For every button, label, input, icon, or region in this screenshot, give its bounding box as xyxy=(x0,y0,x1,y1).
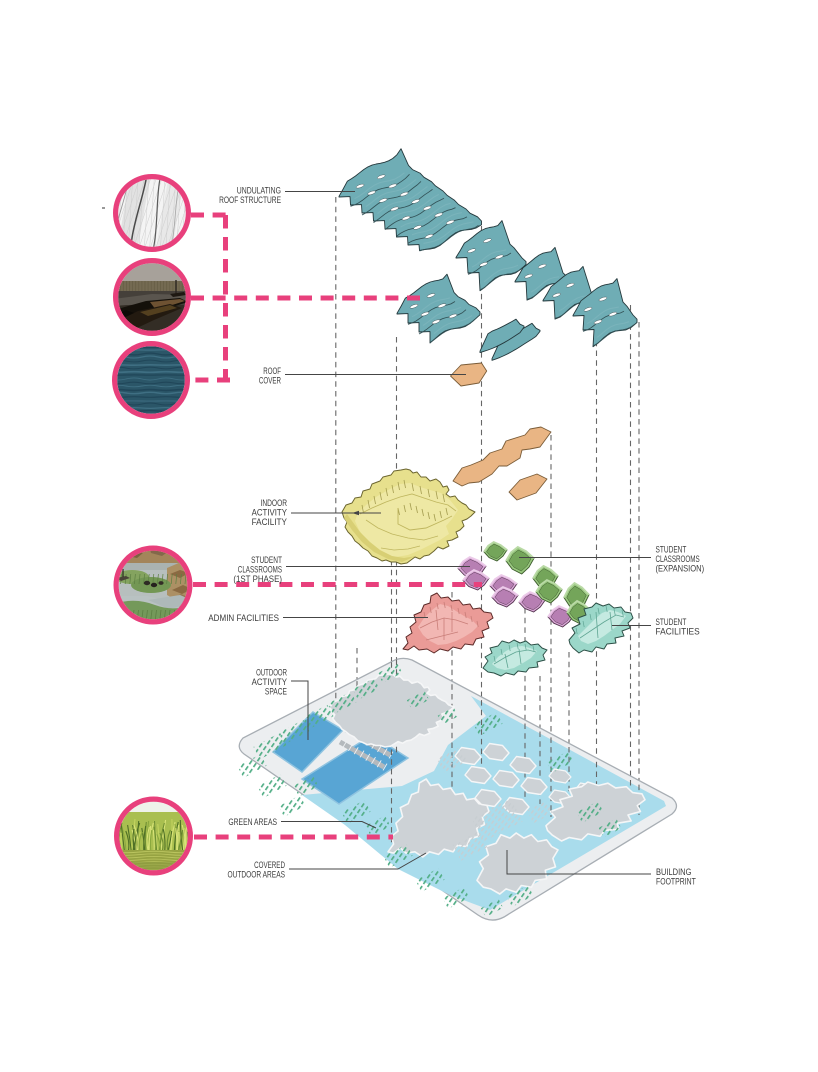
svg-text:ADMIN FACILITIES: ADMIN FACILITIES xyxy=(208,613,279,623)
svg-text:GREEN AREAS: GREEN AREAS xyxy=(228,817,277,827)
